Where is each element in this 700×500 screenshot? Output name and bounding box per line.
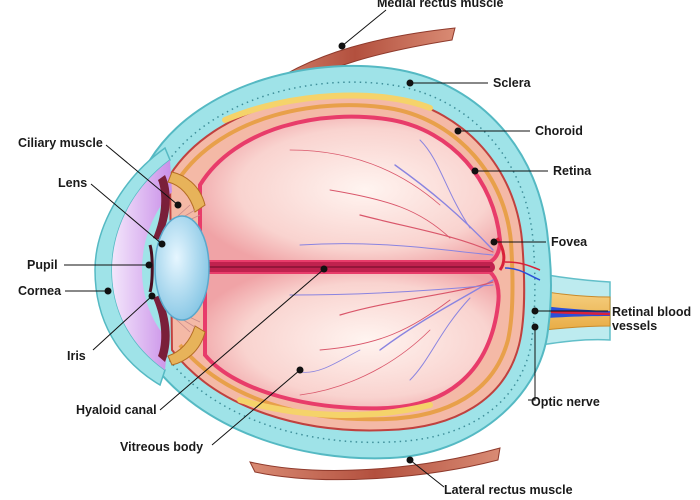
label-retina: Retina — [553, 164, 592, 178]
label-choroid: Choroid — [535, 124, 583, 138]
label-lateral-rectus-muscle: Lateral rectus muscle — [444, 483, 573, 497]
retinal-blood-vessels — [289, 139, 494, 396]
lateral-rectus-muscle — [249, 447, 501, 481]
ciliary-muscle — [167, 171, 206, 213]
pupil — [148, 244, 154, 293]
vitreous-body — [203, 270, 501, 411]
label-vitreous-body: Vitreous body — [120, 440, 204, 454]
label-sclera: Sclera — [493, 76, 531, 90]
label-pupil: Pupil — [27, 258, 58, 272]
leader-lines — [64, 9, 608, 488]
lens — [154, 215, 210, 321]
label-iris: Iris — [67, 349, 86, 363]
label-ciliary-muscle: Ciliary muscle — [18, 136, 103, 150]
iris — [153, 175, 170, 240]
vitreous-upper — [198, 114, 503, 264]
label-retinal-blood-vessels: Retinal blood vessels — [612, 305, 692, 333]
label-lens: Lens — [58, 176, 88, 190]
label-medial-rectus-muscle: Medial rectus muscle — [377, 0, 504, 10]
label-hyaloid-canal: Hyaloid canal — [76, 403, 157, 417]
label-fovea: Fovea — [551, 235, 588, 249]
label-optic-nerve: Optic nerve — [531, 395, 600, 409]
label-cornea: Cornea — [18, 284, 62, 298]
